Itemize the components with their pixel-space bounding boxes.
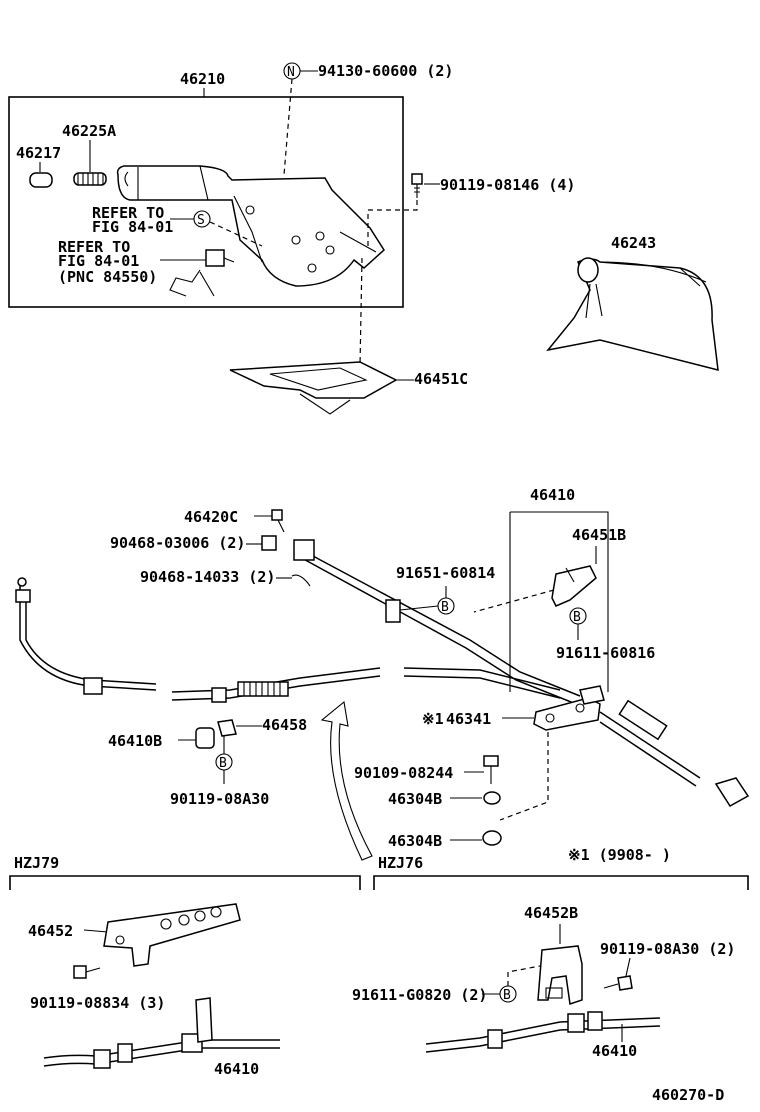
label-hzj76: HZJ76 [378, 854, 423, 872]
diagram-id: 460270-D [652, 1086, 724, 1104]
label-90119-08834: 90119-08834 (3) [30, 994, 165, 1012]
assembly-frame [8, 96, 404, 308]
label-46420C: 46420C [184, 508, 238, 526]
label-46452B: 46452B [524, 904, 578, 922]
label-46217: 46217 [16, 144, 61, 162]
lever-assembly-group: 46210 N 94130-60600 (2) 46225A 46217 [8, 62, 575, 308]
label-90119-08A30: 90119-08A30 [170, 790, 269, 808]
label-46304B-2: 46304B [388, 832, 442, 850]
bushing-46304B-1 [483, 791, 501, 805]
label-46410-top: 46410 [530, 486, 575, 504]
bracket-46452 [103, 903, 241, 967]
label-94130-60600: 94130-60600 (2) [318, 62, 453, 80]
label-91611-G0820: 91611-G0820 (2) [352, 986, 487, 1004]
svg-text:B: B [573, 610, 581, 625]
mark-1: ※1 [422, 710, 444, 728]
label-90109-08244: 90109-08244 [354, 764, 453, 782]
refer-to-label-2: REFER TO [58, 238, 130, 256]
svg-text:N: N [287, 65, 295, 80]
grommet-46410B [195, 727, 215, 749]
refer-fig-label-1: FIG 84-01 [92, 218, 173, 236]
bolt-90119-08834 [73, 965, 101, 979]
direction-arrow [320, 700, 373, 861]
refer-to-label-1: REFER TO [92, 204, 164, 222]
label-46304B-1: 46304B [388, 790, 442, 808]
clamp-91651 [385, 599, 401, 623]
bracket-46452B [537, 945, 583, 1005]
label-hzj79: HZJ79 [14, 854, 59, 872]
svg-text:B: B [219, 756, 227, 771]
svg-text:B: B [503, 988, 511, 1003]
label-46410-left: 46410 [214, 1060, 259, 1078]
spring-46225A [73, 172, 107, 186]
label-90119-08A30-2: 90119-08A30 (2) [600, 940, 735, 958]
clip-46458 [217, 719, 237, 737]
label-46341: 46341 [446, 710, 491, 728]
svg-text:S: S [197, 213, 205, 228]
label-90468-03006: 90468-03006 (2) [110, 534, 245, 552]
parking-brake-lever [116, 165, 385, 287]
boot-46243: 46243 [546, 234, 719, 371]
label-46410-right: 46410 [592, 1042, 637, 1060]
label-90468-14033: 90468-14033 (2) [140, 568, 275, 586]
label-note-1: ※1 (9908- ) [568, 846, 671, 864]
bushing-46304B-2 [482, 830, 502, 846]
label-90119-08146: 90119-08146 (4) [440, 176, 575, 194]
label-46243: 46243 [611, 234, 656, 252]
bolt-90109 [483, 755, 499, 784]
refer-pnc-label: (PNC 84550) [58, 268, 157, 286]
hzj76-group: 46452B 90119-08A30 (2) B 91611-G0820 (2)… [352, 904, 735, 1060]
plate-46451C: 46451C [229, 257, 468, 415]
bolt-90119-08A30 [603, 975, 633, 991]
label-46410B: 46410B [108, 732, 162, 750]
label-46225A: 46225A [62, 122, 116, 140]
equalizer-46341 [533, 685, 605, 731]
label-91651-60814: 91651-60814 [396, 564, 495, 582]
brake-switch [169, 249, 235, 297]
pin-46420C [271, 509, 285, 533]
label-46458: 46458 [262, 716, 307, 734]
refer-fig-label-2: FIG 84-01 [58, 252, 139, 270]
label-46210: 46210 [180, 70, 225, 88]
label-46451B: 46451B [572, 526, 626, 544]
label-91611-60816: 91611-60816 [556, 644, 655, 662]
label-46451C: 46451C [414, 370, 468, 388]
bolt-90119-08146 [411, 173, 423, 198]
svg-text:B: B [441, 600, 449, 615]
label-46452: 46452 [28, 922, 73, 940]
bracket-46451B [551, 565, 597, 607]
cap-46217 [29, 172, 53, 188]
cable-section: 46410 46420C 90468-03006 (2) 90468-14033… [15, 486, 750, 861]
hzj79-group: 46452 90119-08834 (3) 46410 [28, 903, 280, 1078]
